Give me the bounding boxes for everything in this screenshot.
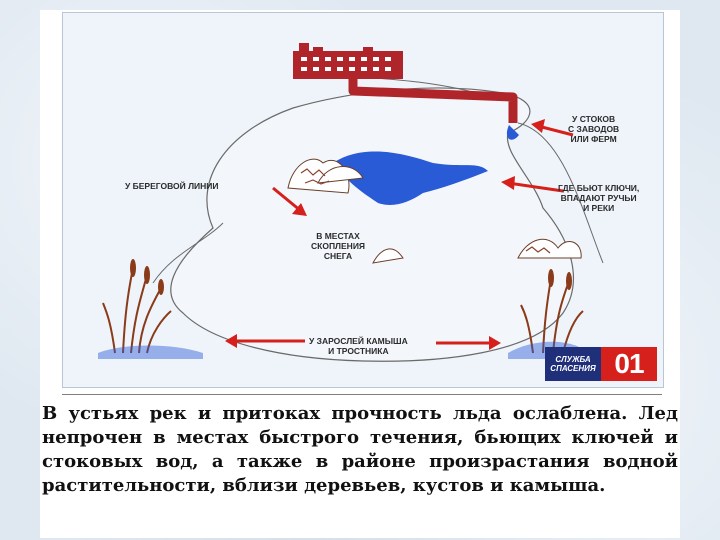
danger-arrows	[225, 119, 574, 350]
snow-pile-left	[287, 158, 364, 194]
badge-number: 01	[601, 347, 657, 381]
rescue-service-badge: СЛУЖБА СПАСЕНИЯ 01	[545, 347, 657, 381]
caption-text: В устьях рек и притоках прочность льда о…	[42, 403, 678, 496]
slide: У БЕРЕГОВОЙ ЛИНИИ У СТОКОВ С ЗАВОДОВ ИЛИ…	[40, 10, 680, 538]
shore-line-left	[152, 222, 224, 284]
badge-line2: СПАСЕНИЯ	[550, 364, 596, 373]
ice-danger-illustration: У БЕРЕГОВОЙ ЛИНИИ У СТОКОВ С ЗАВОДОВ ИЛИ…	[62, 12, 664, 388]
factory-building	[293, 43, 403, 79]
snow-mound-center	[372, 248, 404, 264]
divider	[62, 394, 662, 395]
lake-outline	[170, 87, 574, 362]
open-water	[333, 151, 488, 205]
label-reeds: У ЗАРОСЛЕЙ КАМЫША И ТРОСТНИКА	[309, 336, 408, 356]
drain-pipe	[348, 79, 518, 123]
badge-line1: СЛУЖБА	[555, 355, 591, 364]
drain-outflow	[506, 125, 519, 140]
label-springs: ГДЕ БЬЮТ КЛЮЧИ, ВПАДАЮТ РУЧЬИ И РЕКИ	[558, 183, 640, 213]
water-left	[98, 345, 203, 359]
label-shore: У БЕРЕГОВОЙ ЛИНИИ	[125, 181, 219, 191]
lake-scene	[98, 43, 604, 362]
label-drains: У СТОКОВ С ЗАВОДОВ ИЛИ ФЕРМ	[568, 114, 620, 144]
reed-heads-left	[130, 259, 164, 295]
reed-heads-right	[548, 269, 572, 290]
shore-line-right	[517, 122, 604, 264]
snow-pile-right	[517, 238, 582, 259]
label-snow: В МЕСТАХ СКОПЛЕНИЯ СНЕГА	[311, 231, 366, 261]
